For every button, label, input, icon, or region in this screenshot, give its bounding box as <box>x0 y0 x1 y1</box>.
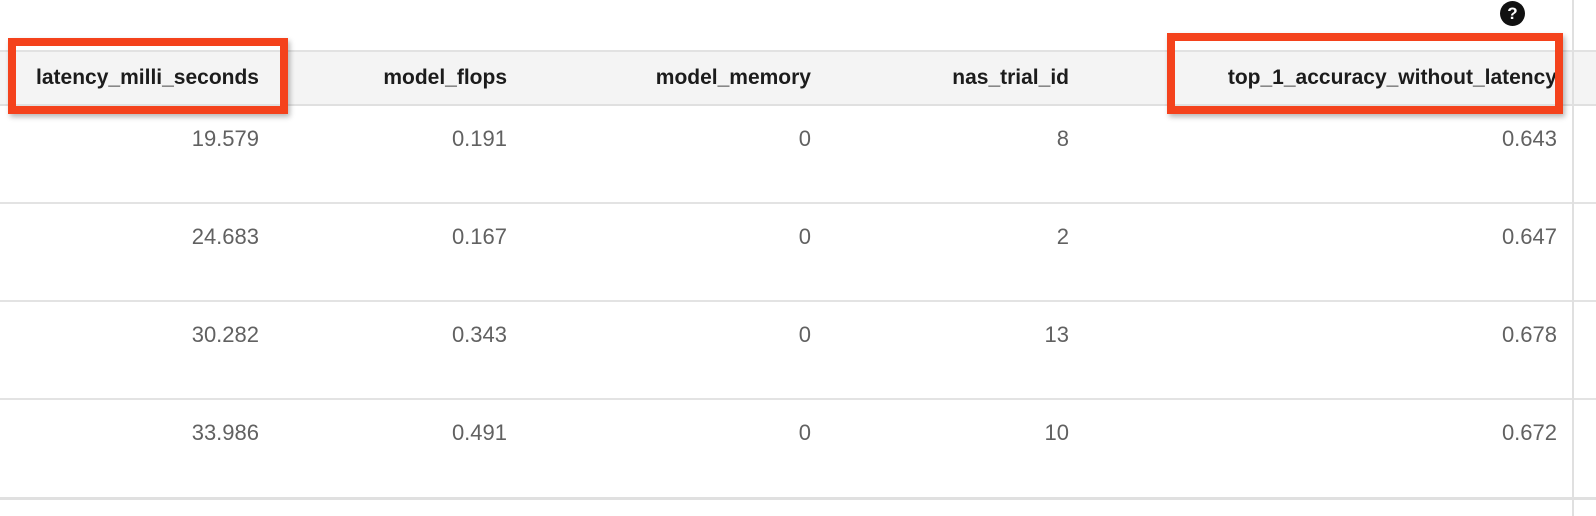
table-cell-top_1_accuracy_without_latency: 0.678 <box>1085 301 1573 400</box>
table-cell-model_memory: 0 <box>523 105 827 204</box>
table-cell-model_flops: 0.191 <box>275 105 523 204</box>
table-cell-model_flops: 0.343 <box>275 301 523 400</box>
table-cell-latency_milli_seconds: 33.986 <box>0 399 275 497</box>
table-bottom-rule <box>0 497 1596 500</box>
column-header-latency_milli_seconds[interactable]: latency_milli_seconds <box>0 50 275 106</box>
table-cell-model_memory: 0 <box>523 399 827 497</box>
column-header-top_1_accuracy_without_latency[interactable]: top_1_accuracy_without_latency <box>1085 50 1573 106</box>
column-header-model_memory[interactable]: model_memory <box>523 50 827 106</box>
column-header-nas_trial_id[interactable]: nas_trial_id <box>827 50 1085 106</box>
table-cell-nas_trial_id: 2 <box>827 203 1085 302</box>
column-header-stub <box>1573 50 1596 106</box>
table-cell-stub <box>1573 301 1596 400</box>
table-cell-top_1_accuracy_without_latency: 0.672 <box>1085 399 1573 497</box>
table-cell-nas_trial_id: 10 <box>827 399 1085 497</box>
table-cell-model_memory: 0 <box>523 301 827 400</box>
column-header-model_flops[interactable]: model_flops <box>275 50 523 106</box>
table-cell-stub <box>1573 105 1596 204</box>
column-divider-line <box>1572 0 1574 516</box>
table-cell-model_memory: 0 <box>523 203 827 302</box>
table-cell-nas_trial_id: 13 <box>827 301 1085 400</box>
help-icon[interactable]: ? <box>1500 1 1525 26</box>
table-cell-model_flops: 0.491 <box>275 399 523 497</box>
table-cell-latency_milli_seconds: 19.579 <box>0 105 275 204</box>
table-cell-nas_trial_id: 8 <box>827 105 1085 204</box>
table-cell-top_1_accuracy_without_latency: 0.647 <box>1085 203 1573 302</box>
table-cell-stub <box>1573 399 1596 497</box>
table-cell-latency_milli_seconds: 24.683 <box>0 203 275 302</box>
table-cell-latency_milli_seconds: 30.282 <box>0 301 275 400</box>
table-cell-stub <box>1573 203 1596 302</box>
table-cell-top_1_accuracy_without_latency: 0.643 <box>1085 105 1573 204</box>
table-cell-model_flops: 0.167 <box>275 203 523 302</box>
